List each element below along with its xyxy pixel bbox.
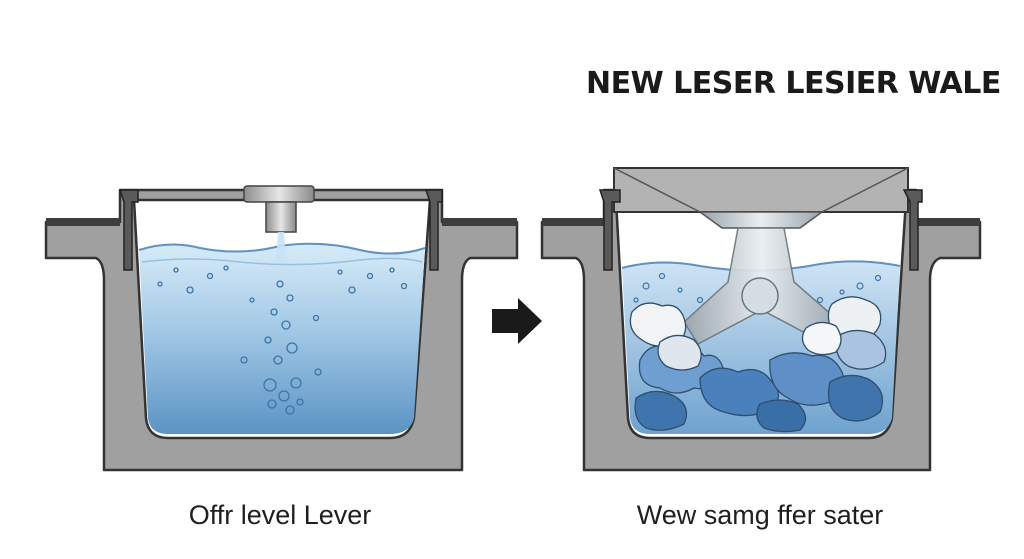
left-nozzle (265, 201, 297, 233)
left-flange-right (424, 189, 443, 271)
right-flange-left (598, 189, 621, 271)
left-bubbles (157, 265, 408, 415)
left-nozzle-cap (243, 185, 315, 203)
laundry-load (629, 296, 887, 433)
left-flange-left (118, 189, 139, 271)
right-agitator-hub (741, 277, 779, 315)
right-lid-bevel (613, 167, 909, 213)
left-water-stream (276, 232, 286, 262)
right-funnel (697, 211, 825, 229)
right-rim-left (542, 218, 604, 226)
right-bubbles (633, 272, 882, 304)
left-tank (44, 185, 519, 472)
page-title: NEW LESER LESIER WALE (586, 66, 1001, 101)
left-caption: Offr level Lever (188, 500, 372, 530)
right-tank (540, 167, 982, 472)
arrow-right-icon (492, 298, 542, 344)
left-water-ripple (141, 257, 423, 266)
right-flange-right (902, 189, 923, 271)
right-rim-right (916, 218, 980, 226)
left-rim-left (46, 218, 120, 226)
left-rim-right (442, 218, 517, 226)
right-caption: Wew samg ffer sater (636, 500, 884, 530)
left-water (139, 243, 425, 434)
